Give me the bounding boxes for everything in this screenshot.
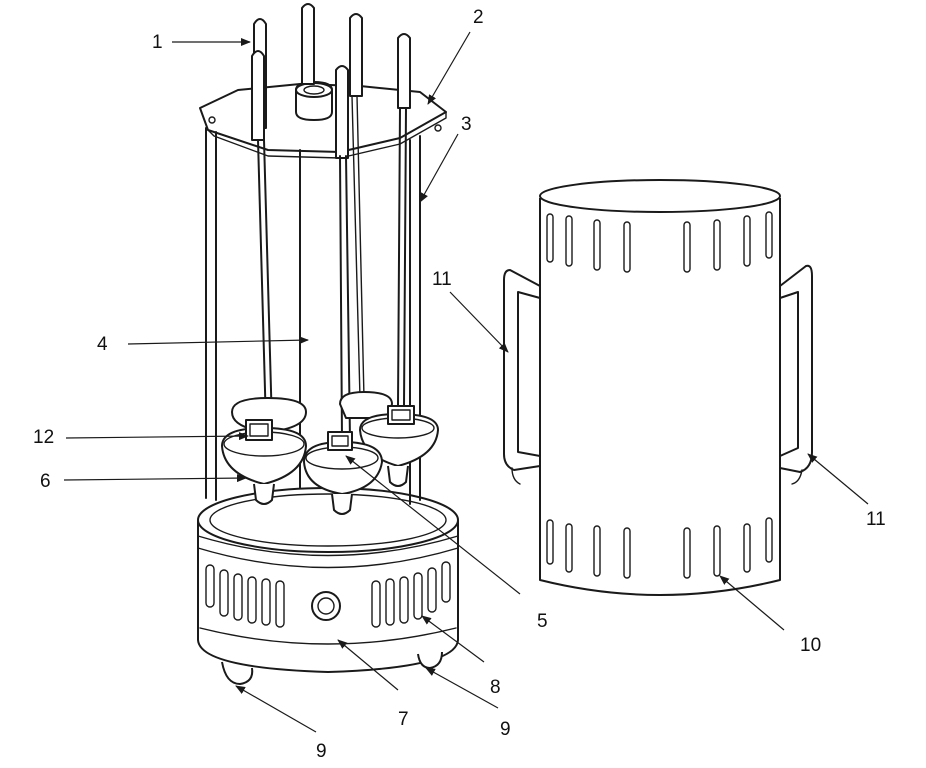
grill-unit (197, 3, 459, 685)
base-vents-left (205, 564, 285, 628)
callout-9-right: 9 (500, 719, 511, 740)
callout-1: 1 (152, 32, 163, 53)
callout-11-left: 11 (432, 269, 452, 290)
skewers (251, 3, 411, 441)
power-switch (311, 591, 341, 621)
base-housing (197, 487, 459, 673)
base-vents-right (371, 561, 451, 628)
cover-vents-bottom (546, 517, 773, 579)
cover-handle-left (503, 269, 541, 485)
callout-6: 6 (40, 471, 51, 492)
callout-7: 7 (398, 709, 409, 730)
callout-5: 5 (537, 611, 548, 632)
cover-cylinder (503, 179, 813, 596)
callout-8: 8 (490, 677, 501, 698)
callout-9-left: 9 (316, 741, 327, 762)
cover-handle-right (779, 264, 813, 485)
callout-4: 4 (97, 334, 108, 355)
leader-lines (63, 31, 869, 733)
callout-11-right: 11 (866, 509, 886, 530)
callout-12: 12 (33, 427, 55, 448)
drip-cups (221, 391, 439, 515)
cover-vents-top (546, 211, 773, 273)
callout-3: 3 (461, 114, 472, 135)
callout-2: 2 (473, 7, 484, 28)
callout-10: 10 (800, 635, 822, 656)
skewer-clips (245, 405, 415, 451)
